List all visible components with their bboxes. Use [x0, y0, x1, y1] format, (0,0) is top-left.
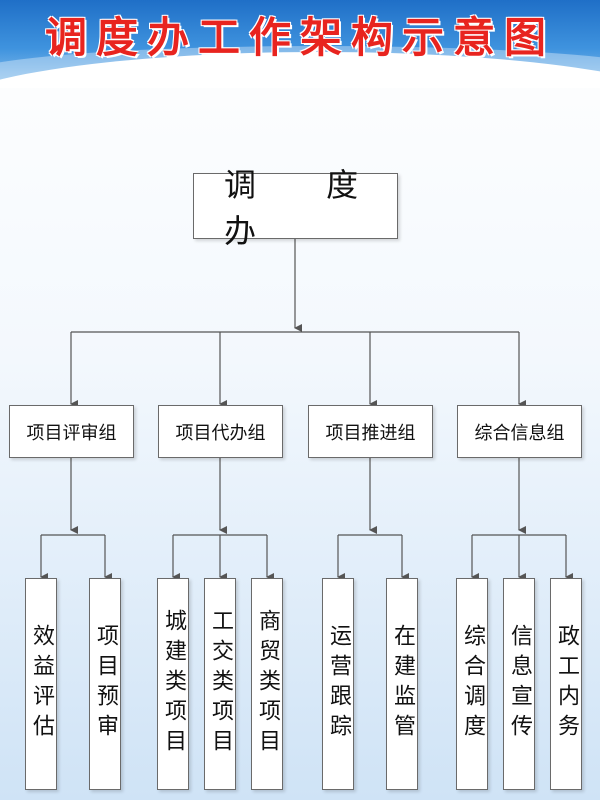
group-node-agency: 项目代办组	[158, 405, 283, 458]
leaf-node: 综合调度	[456, 578, 488, 790]
leaf-node: 信息宣传	[503, 578, 535, 790]
group-node-review: 项目评审组	[9, 405, 134, 458]
header-banner	[0, 0, 600, 88]
root-node: 调 度 办	[193, 166, 398, 250]
leaf-node: 商贸类项目	[251, 578, 283, 790]
leaf-node: 政工内务	[550, 578, 582, 790]
leaf-node: 工交类项目	[204, 578, 236, 790]
leaf-node: 运营跟踪	[322, 578, 354, 790]
leaf-node: 城建类项目	[157, 578, 189, 790]
group-node-info: 综合信息组	[457, 405, 582, 458]
leaf-node: 效益评估	[25, 578, 57, 790]
leaf-node: 项目预审	[89, 578, 121, 790]
group-node-promotion: 项目推进组	[308, 405, 433, 458]
page-title: 调度办工作架构示意图	[44, 13, 555, 62]
leaf-node: 在建监管	[386, 578, 418, 790]
